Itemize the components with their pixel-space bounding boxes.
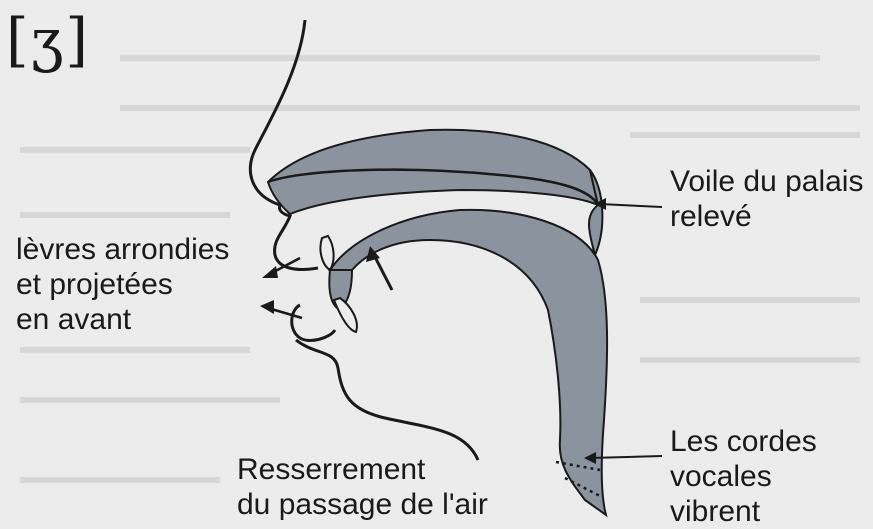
label-levres: lèvres arrondies et projetées en avant (16, 232, 229, 337)
label-resserrement-line-1: Resserrement (237, 452, 488, 487)
cordes-pointer-arrow (584, 452, 662, 464)
label-voile-line-2: relevé (670, 199, 863, 234)
label-resserrement-line-2: du passage de l'air (237, 487, 488, 522)
label-levres-line-3: en avant (16, 302, 229, 337)
label-voile-line-1: Voile du palais (670, 164, 863, 199)
label-levres-line-2: et projetées (16, 267, 229, 302)
label-cordes-line-3: vibrent (670, 494, 817, 529)
label-cordes-vocales: Les cordes vocales vibrent (670, 424, 817, 529)
label-levres-line-1: lèvres arrondies (16, 232, 229, 267)
voile-pointer-arrow (594, 198, 662, 210)
upper-teeth (320, 236, 333, 270)
label-resserrement: Resserrement du passage de l'air (237, 452, 488, 522)
label-cordes-line-1: Les cordes (670, 424, 817, 459)
lower-teeth (334, 298, 357, 332)
label-voile-du-palais: Voile du palais relevé (670, 164, 863, 234)
label-cordes-line-2: vocales (670, 459, 817, 494)
tongue-raise-arrow (366, 246, 392, 290)
